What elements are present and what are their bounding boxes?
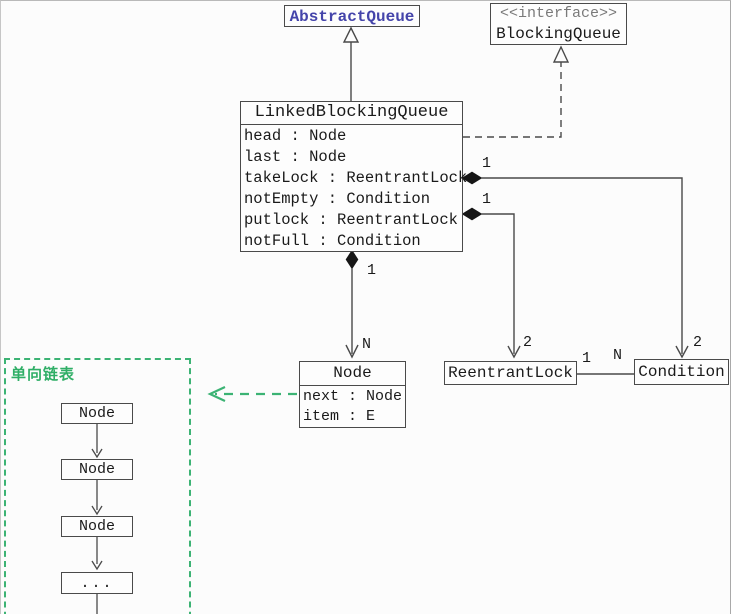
attribute-notfull: notFull : Condition (244, 232, 421, 250)
attribute-compartment: next : Node item : E (300, 385, 405, 427)
linked-list-ellipsis-box: ... (61, 572, 133, 594)
attribute-compartment: head : Node last : Node takeLock : Reent… (241, 124, 468, 252)
multiplicity-label: N (613, 347, 623, 364)
class-box-linkedblockingqueue[interactable]: LinkedBlockingQueue head : Node last : N… (240, 101, 468, 252)
attribute-next: next : Node (303, 388, 403, 405)
composition-link-reentrantlock (461, 207, 521, 359)
class-box-abstractqueue[interactable]: AbstractQueue (284, 5, 420, 27)
open-arrowhead-icon (91, 560, 103, 571)
multiplicity-label: 1 (482, 155, 492, 172)
linked-list-chain-arrows (91, 424, 103, 614)
filled-diamond-icon (345, 249, 359, 270)
multiplicity-label: 1 (582, 350, 592, 367)
linked-list-note-frame (4, 358, 191, 614)
class-box-blockingqueue[interactable]: <<interface>> BlockingQueue (490, 3, 627, 45)
linked-list-node-box: Node (61, 459, 133, 480)
open-arrowhead-icon (675, 345, 689, 359)
open-arrowhead-icon (207, 386, 226, 402)
multiplicity-label: 1 (482, 191, 492, 208)
open-arrowhead-icon (91, 448, 103, 459)
attribute-putlock: putlock : ReentrantLock (244, 211, 458, 229)
composition-link-condition (461, 171, 689, 359)
linked-list-node-box: Node (61, 516, 133, 537)
generalization-arrow-abstractqueue (342, 26, 360, 101)
realization-arrow-blockingqueue (463, 45, 570, 138)
interface-stereotype: <<interface>> (499, 5, 618, 22)
multiplicity-label: 2 (523, 334, 533, 351)
linked-list-note-title: 单向链表 (11, 365, 76, 383)
class-box-node[interactable]: Node next : Node item : E (299, 361, 406, 428)
composition-link-node (345, 249, 359, 359)
hollow-triangle-icon (552, 45, 570, 63)
attribute-notempty: notEmpty : Condition (244, 190, 431, 208)
multiplicity-label: N (362, 336, 372, 353)
interface-name: BlockingQueue (496, 25, 621, 43)
class-title: LinkedBlockingQueue (254, 103, 449, 122)
attribute-head: head : Node (244, 127, 347, 145)
linked-list-node-box: Node (61, 403, 133, 424)
multiplicity-label: 2 (693, 334, 703, 351)
open-arrowhead-icon (91, 505, 103, 516)
attribute-takelock: takeLock : ReentrantLock (244, 169, 468, 187)
attribute-item: item : E (303, 408, 376, 425)
annotation-arrow-linked-list (207, 386, 297, 402)
open-arrowhead-icon (507, 345, 521, 359)
open-arrowhead-icon (345, 344, 359, 359)
hollow-triangle-icon (342, 26, 360, 43)
class-box-reentrantlock[interactable]: ReentrantLock (444, 361, 577, 385)
filled-diamond-icon (461, 207, 483, 221)
attribute-last: last : Node (244, 148, 347, 166)
class-title: Node (333, 364, 372, 382)
multiplicity-label: 1 (367, 262, 377, 279)
class-box-condition[interactable]: Condition (634, 359, 729, 385)
